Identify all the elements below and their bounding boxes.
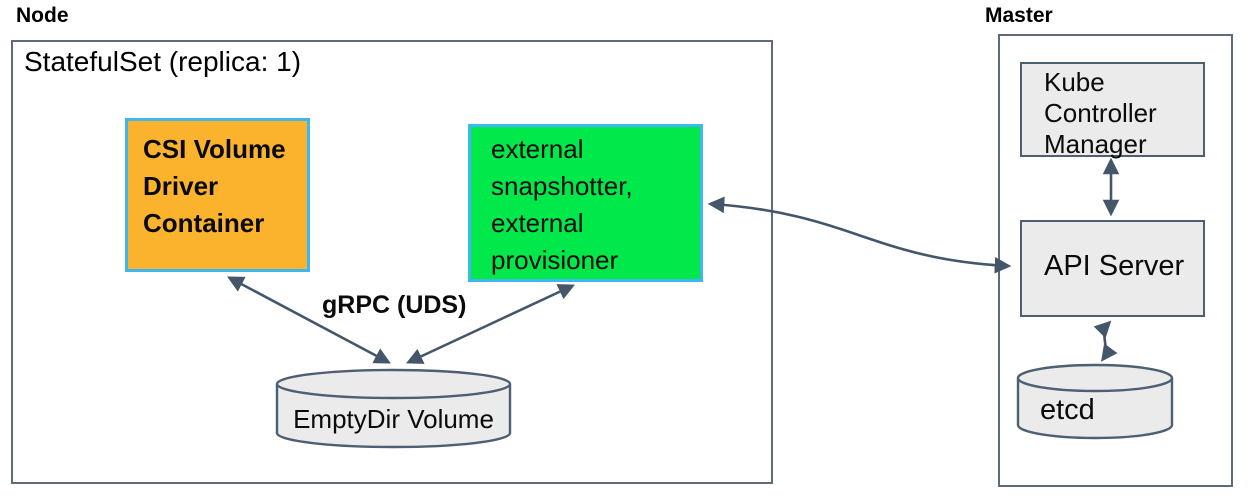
external-sidecars-line: external <box>491 208 584 238</box>
external-sidecars-line: provisioner <box>491 245 619 275</box>
statefulset-label: StatefulSet (replica: 1) <box>24 46 302 77</box>
csi-volume-driver-line: Container <box>143 208 265 238</box>
kube-controller-manager-line: Manager <box>1044 129 1147 159</box>
csi-volume-driver-box: CSI Volume Driver Container <box>125 118 310 272</box>
master-region-label: Master <box>985 4 1053 27</box>
kube-controller-manager-line: Kube <box>1044 67 1105 97</box>
grpc-uds-label: gRPC (UDS) <box>322 291 467 319</box>
external-sidecars-box: external snapshotter, external provision… <box>468 124 703 282</box>
kube-controller-manager-line: Controller <box>1044 98 1157 128</box>
etcd-label: etcd <box>1040 394 1095 426</box>
csi-volume-driver-line: Driver <box>143 171 219 201</box>
kube-controller-manager-box: Kube Controller Manager <box>1020 62 1205 159</box>
api-server-label: API Server <box>1044 250 1185 282</box>
api-server-box: API Server <box>1020 220 1205 317</box>
csi-volume-driver-line: CSI Volume <box>143 134 286 164</box>
external-sidecars-line: snapshotter, <box>491 171 633 201</box>
external-sidecars-line: external <box>491 134 584 164</box>
emptydir-label: EmptyDir Volume <box>293 404 494 434</box>
node-region-label: Node <box>16 4 69 27</box>
